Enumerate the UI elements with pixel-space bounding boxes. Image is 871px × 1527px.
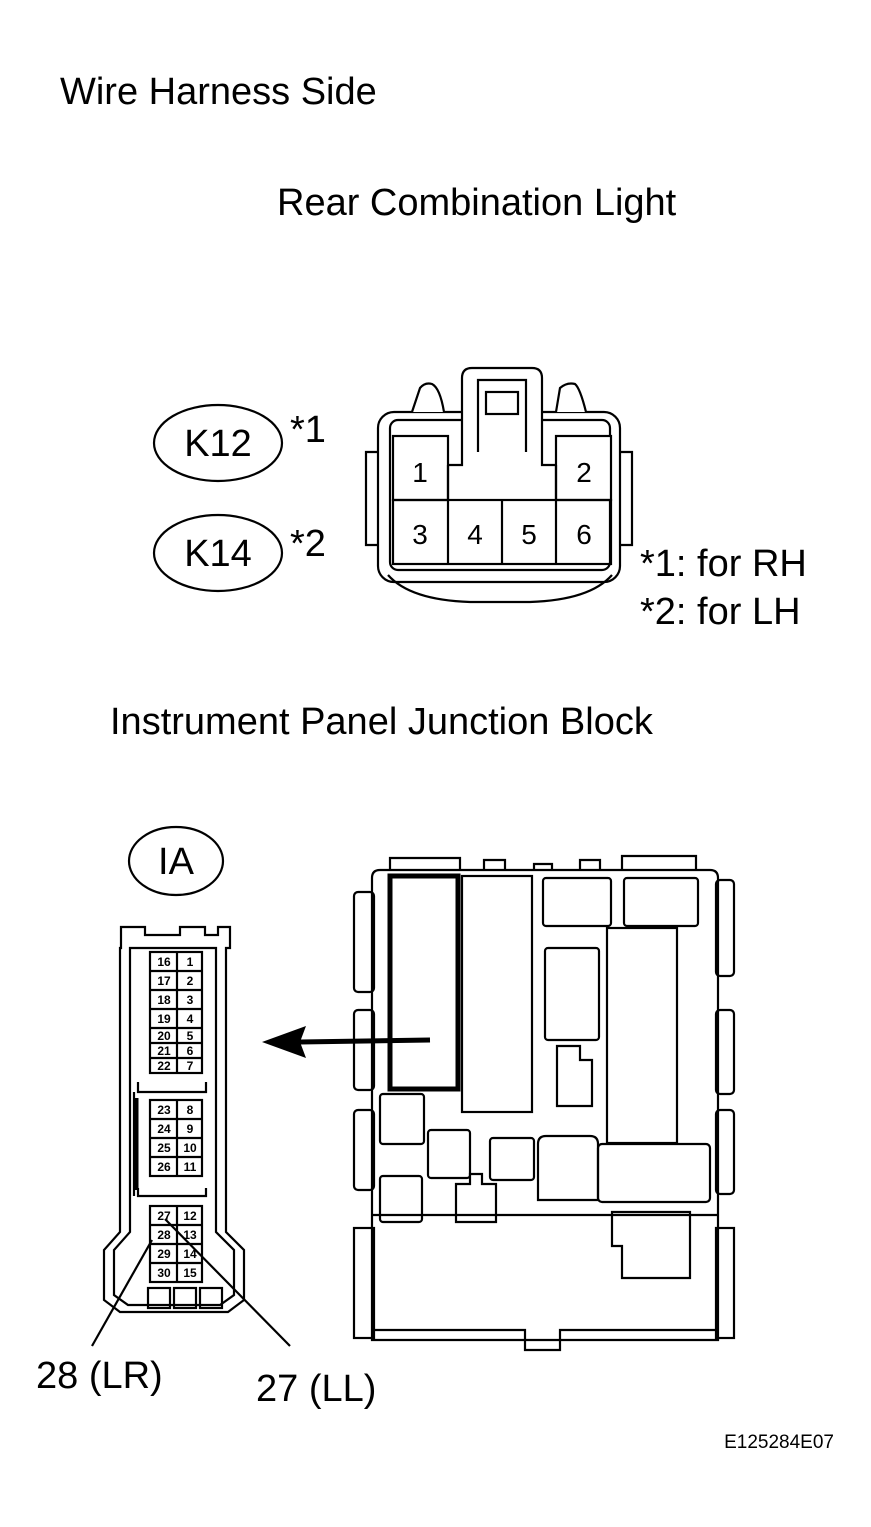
connector-code-k12: K12 *1: [152, 403, 326, 483]
ia-pin-grid: 16 1 17 2 18 3 19 4 20 5 21 6 22 7 23 8 24 9 25 10 26 11 27 12 2…: [148, 950, 204, 1284]
page-title: Wire Harness Side: [60, 71, 377, 113]
ia-pin-label: 29: [157, 1247, 171, 1261]
callout-leader-28: [91, 1239, 153, 1347]
junction-block-title: Instrument Panel Junction Block: [110, 701, 654, 743]
ia-pin-label: 5: [187, 1029, 194, 1043]
callout-27-ll: 27 (LL): [256, 1368, 376, 1410]
pin-4-label: 4: [467, 519, 483, 550]
ia-pin-label: 10: [183, 1141, 197, 1155]
pin-1-label: 1: [412, 457, 428, 488]
ia-pin-label: 21: [157, 1044, 171, 1058]
connector-code-k14: K14 *2: [152, 513, 326, 593]
ia-pin-label: 11: [184, 1160, 197, 1174]
pin-3-label: 3: [412, 519, 428, 550]
ia-pin-label: 24: [157, 1122, 171, 1136]
ia-pin-label: 4: [187, 1012, 194, 1026]
connector-code-ia-label: IA: [158, 841, 195, 883]
ia-pin-label: 26: [157, 1160, 171, 1174]
ia-pin-label: 14: [183, 1247, 197, 1261]
ia-pin-label: 9: [187, 1122, 194, 1136]
ia-pin-label: 27: [157, 1209, 171, 1223]
ia-pin-label: 22: [157, 1059, 171, 1073]
ia-pin-label: 28: [157, 1228, 171, 1242]
connector-code-ia: IA: [127, 825, 225, 897]
ia-pin-label: 15: [183, 1266, 197, 1280]
ia-pin-label: 1: [187, 955, 194, 969]
rear-light-title: Rear Combination Light: [277, 182, 677, 224]
ia-pin-label: 20: [157, 1029, 171, 1043]
note-rh: *1: for RH: [640, 543, 807, 585]
ia-pin-label: 23: [157, 1103, 171, 1117]
ia-pin-label: 25: [157, 1141, 171, 1155]
ia-pin-label: 8: [187, 1103, 194, 1117]
ia-pin-label: 12: [183, 1209, 197, 1223]
ia-pin-label: 18: [157, 993, 171, 1007]
connector-code-k12-label: K12: [184, 423, 252, 465]
arrow-icon: [262, 1026, 431, 1058]
ia-pin-label: 19: [157, 1012, 171, 1026]
callout-leader-27: [164, 1218, 291, 1347]
ia-pin-label: 7: [187, 1059, 194, 1073]
connector-note-ref-2: *2: [290, 523, 326, 565]
rear-light-connector: 1 2 3 4 5 6: [364, 366, 634, 604]
pin-5-label: 5: [521, 519, 537, 550]
figure-id: E125284E07: [724, 1432, 834, 1453]
connector-code-k14-label: K14: [184, 533, 252, 575]
pin-6-label: 6: [576, 519, 592, 550]
ia-pin-label: 16: [157, 955, 171, 969]
junction-block-body: [352, 854, 736, 1352]
note-lh: *2: for LH: [640, 591, 801, 633]
ia-pin-label: 3: [187, 993, 194, 1007]
ia-pin-label: 30: [157, 1266, 171, 1280]
connector-note-ref-1: *1: [290, 409, 326, 451]
ia-pin-label: 17: [157, 974, 171, 988]
callout-28-lr: 28 (LR): [36, 1355, 163, 1397]
pin-2-label: 2: [576, 457, 592, 488]
ia-pin-label: 2: [187, 974, 194, 988]
ia-pin-label: 13: [183, 1228, 197, 1242]
ia-connector: 16 1 17 2 18 3 19 4 20 5 21 6 22 7 23 8 24 9 25 10 26 11 27 12 2…: [102, 925, 246, 1314]
ia-pin-label: 6: [187, 1044, 194, 1058]
